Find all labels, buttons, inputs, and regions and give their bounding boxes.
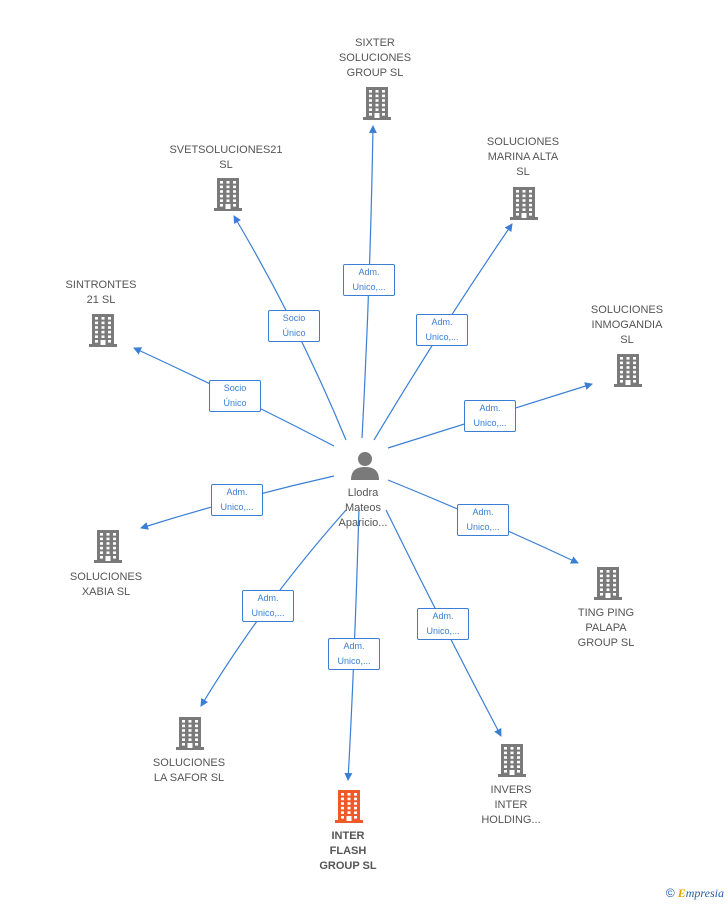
edge-label-xabia[interactable]: Adm. Unico,... bbox=[211, 484, 263, 516]
person-icon[interactable] bbox=[349, 450, 381, 487]
building-icon[interactable] bbox=[88, 313, 118, 352]
company-label-svet[interactable]: SVETSOLUCIONES21 SL bbox=[169, 144, 283, 171]
edge-label-svet[interactable]: Socio Único bbox=[268, 310, 320, 342]
building-icon[interactable] bbox=[509, 186, 539, 225]
edge-label-tingping[interactable]: Adm. Unico,... bbox=[457, 504, 509, 536]
building-icon[interactable] bbox=[613, 353, 643, 392]
edge-label-inmogandia[interactable]: Adm. Unico,... bbox=[464, 400, 516, 432]
edge-label-invers[interactable]: Adm. Unico,... bbox=[417, 608, 469, 640]
company-label-lasafor[interactable]: SOLUCIONES LA SAFOR SL bbox=[152, 757, 226, 784]
building-icon[interactable] bbox=[93, 529, 123, 568]
edge-label-sintrontes[interactable]: Socio Único bbox=[209, 380, 261, 412]
company-label-inmogandia[interactable]: SOLUCIONES INMOGANDIA SL bbox=[590, 304, 664, 346]
building-icon[interactable] bbox=[593, 566, 623, 605]
building-icon[interactable] bbox=[497, 743, 527, 782]
company-label-sixter[interactable]: SIXTER SOLUCIONES GROUP SL bbox=[338, 37, 412, 79]
company-label-marina[interactable]: SOLUCIONES MARINA ALTA SL bbox=[486, 136, 560, 178]
company-label-invers[interactable]: INVERS INTER HOLDING... bbox=[481, 784, 541, 826]
edge-label-marina[interactable]: Adm. Unico,... bbox=[416, 314, 468, 346]
edge-label-sixter[interactable]: Adm. Unico,... bbox=[343, 264, 395, 296]
brand-first-letter: E bbox=[677, 886, 686, 900]
building-icon[interactable] bbox=[175, 716, 205, 755]
company-label-xabia[interactable]: SOLUCIONES XABIA SL bbox=[69, 571, 143, 598]
company-label-tingping[interactable]: TING PING PALAPA GROUP SL bbox=[577, 607, 635, 649]
copyright-symbol: © bbox=[665, 886, 675, 900]
building-icon[interactable] bbox=[213, 177, 243, 216]
brand-name: mpresia bbox=[685, 886, 724, 900]
center-person-label[interactable]: Llodra Mateos Aparicio... bbox=[338, 487, 388, 529]
brand-watermark: ©Empresia bbox=[666, 886, 724, 901]
company-label-interflash[interactable]: INTER FLASH GROUP SL bbox=[319, 830, 377, 872]
company-label-sintrontes[interactable]: SINTRONTES 21 SL bbox=[65, 279, 137, 306]
edge-label-interflash[interactable]: Adm. Unico,... bbox=[328, 638, 380, 670]
building-icon[interactable] bbox=[362, 86, 392, 125]
building-icon[interactable] bbox=[334, 789, 364, 828]
edge-label-lasafor[interactable]: Adm. Unico,... bbox=[242, 590, 294, 622]
